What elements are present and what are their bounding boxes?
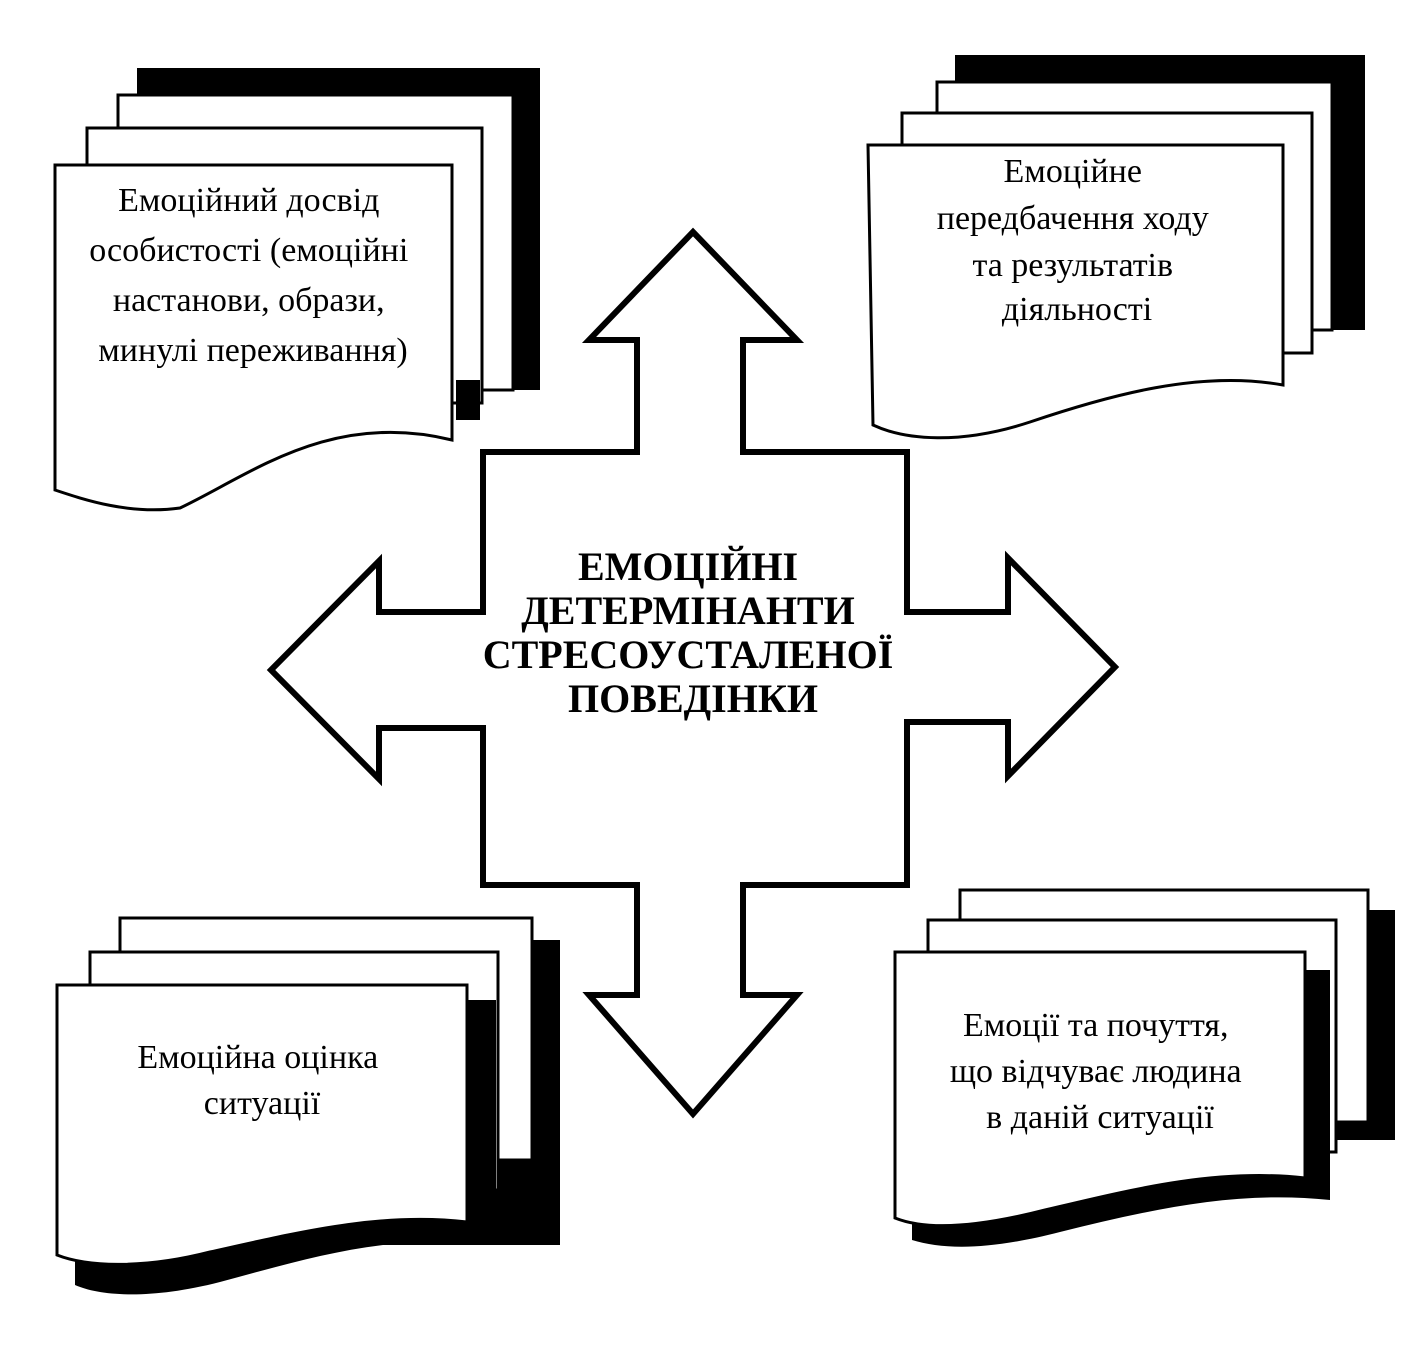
doc-line: особистості (емоційні: [89, 232, 408, 269]
four-way-arrow-shape: [266, 227, 1120, 1119]
doc-line: Емоції та почуття,: [963, 1007, 1229, 1044]
center-title-line: ПОВЕДІНКИ: [568, 676, 818, 721]
doc-stack-bottom-left: Емоційна оцінка ситуації: [55, 916, 560, 1295]
doc-text-bottom-left: Емоційна оцінка ситуації: [137, 1039, 386, 1122]
doc-text-top-right: Емоційне передбачення ходу та результаті…: [937, 153, 1218, 328]
doc-line: Емоційна оцінка: [137, 1039, 378, 1076]
doc-page-front: [55, 983, 469, 1266]
center-title-line: ЕМОЦІЙНІ: [578, 544, 798, 589]
doc-line: Емоційне: [1004, 153, 1142, 190]
doc-page-front: [866, 143, 1285, 440]
center-title-line: ДЕТЕРМІНАНТИ: [521, 588, 854, 633]
center-title: ЕМОЦІЙНІ ДЕТЕРМІНАНТИ СТРЕСОУСТАЛЕНОЇ ПО…: [483, 544, 904, 721]
doc-line: діяльності: [1002, 291, 1152, 328]
doc-text-top-left: Емоційний досвід особистості (емоційні н…: [89, 182, 417, 369]
doc-page-shadow-gap: [456, 380, 480, 420]
doc-stack-top-left: Емоційний досвід особистості (емоційні н…: [53, 68, 540, 512]
four-way-arrow: [266, 227, 1120, 1119]
doc-page-front: [893, 950, 1307, 1228]
doc-text-bottom-right: Емоції та почуття, що відчуває людина в …: [950, 1007, 1250, 1136]
doc-line: Емоційний досвід: [118, 182, 379, 219]
doc-line: минулі переживання): [98, 332, 407, 369]
doc-line: ситуації: [204, 1085, 321, 1122]
doc-stack-top-right: Емоційне передбачення ходу та результаті…: [866, 55, 1365, 440]
doc-line: передбачення ходу: [937, 200, 1209, 237]
doc-line: в даній ситуації: [986, 1099, 1214, 1136]
doc-line: настанови, образи,: [113, 282, 385, 319]
doc-line: що відчуває людина: [950, 1053, 1242, 1090]
doc-line: та результатів: [972, 247, 1173, 284]
doc-stack-bottom-right: Емоції та почуття, що відчуває людина в …: [893, 888, 1395, 1247]
doc-page-front: [53, 163, 454, 512]
center-title-line: СТРЕСОУСТАЛЕНОЇ: [483, 632, 894, 677]
